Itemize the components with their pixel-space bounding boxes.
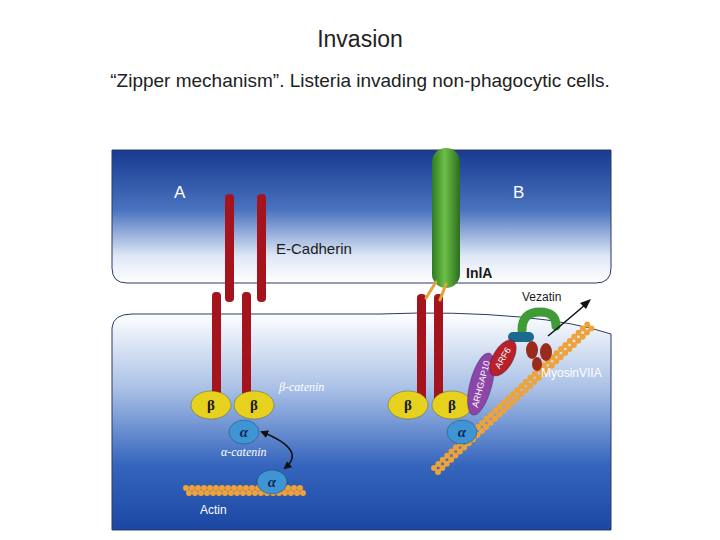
part-label: α-catenin [221,445,267,460]
movement-arrow [548,304,586,336]
part-label: B [513,183,524,203]
part-label: β-catenin [279,380,324,395]
part-label: Actin [200,503,227,517]
node-label: β [404,397,412,414]
protein-node: β [234,391,274,419]
node-label: α [458,424,466,441]
arrow-head [580,299,591,309]
protein-node: β [191,391,231,419]
node-label: β [207,397,215,414]
e-cadherin-upper [225,194,266,302]
host-cell-lower [112,313,611,530]
node-label: β [250,397,258,414]
e-cadherin-lower [212,292,443,402]
vezatin-protein [522,312,556,330]
node-label: α [240,424,248,441]
actin-filament [186,488,306,493]
inla-protein [432,148,460,288]
part-label: MyosinVIIA [541,366,602,380]
part-label: Vezatin [522,290,561,304]
node-label: β [448,397,456,414]
part-label: E-Cadherin [276,240,352,257]
caption: “Zipper mechanism”. Listeria invading no… [0,70,720,92]
part-label: A [174,183,185,203]
protein-node: β [388,391,428,419]
inla-legs [426,282,446,300]
protein-node: α [229,420,259,444]
host-cell-upper [112,150,611,283]
protein-node: β [432,391,472,419]
protein-node: α [447,420,477,444]
title: Invasion [0,26,720,53]
node-label: α [268,474,276,491]
part-label: InlA [466,265,492,281]
protein-node: α [257,470,287,494]
